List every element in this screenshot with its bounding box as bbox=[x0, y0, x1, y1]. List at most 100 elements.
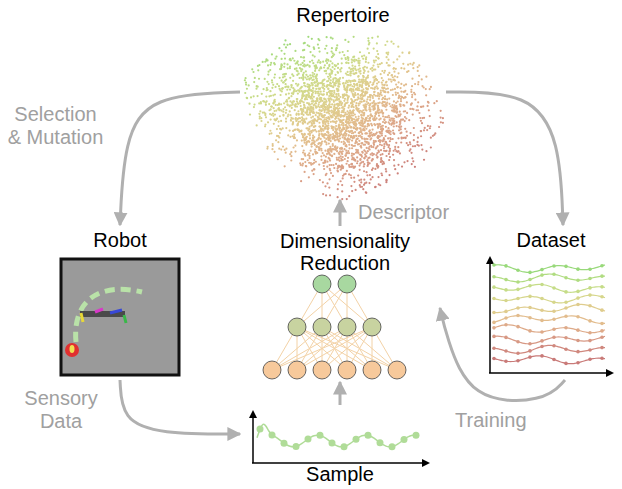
repertoire-point bbox=[338, 129, 340, 131]
repertoire-point bbox=[318, 39, 320, 41]
repertoire-point bbox=[343, 95, 345, 97]
repertoire-point bbox=[323, 109, 325, 111]
repertoire-point bbox=[411, 94, 413, 96]
repertoire-point bbox=[409, 132, 411, 134]
repertoire-point bbox=[420, 144, 422, 146]
repertoire-point bbox=[302, 56, 304, 58]
repertoire-point bbox=[290, 159, 292, 161]
repertoire-point bbox=[363, 72, 365, 74]
repertoire-point bbox=[340, 180, 342, 182]
repertoire-point bbox=[326, 161, 328, 163]
repertoire-point bbox=[284, 83, 286, 85]
repertoire-point bbox=[360, 127, 362, 129]
repertoire-point bbox=[323, 66, 325, 68]
repertoire-point bbox=[349, 70, 351, 72]
repertoire-point bbox=[410, 91, 412, 93]
repertoire-point bbox=[341, 148, 343, 150]
repertoire-point bbox=[315, 161, 317, 163]
repertoire-point bbox=[385, 103, 387, 105]
repertoire-point bbox=[340, 151, 342, 153]
repertoire-point bbox=[425, 88, 427, 90]
repertoire-point bbox=[384, 122, 386, 124]
repertoire-point bbox=[341, 184, 343, 186]
repertoire-point bbox=[351, 65, 353, 67]
repertoire-point bbox=[280, 120, 282, 122]
repertoire-point bbox=[334, 118, 336, 120]
repertoire-point bbox=[379, 184, 381, 186]
repertoire-point bbox=[396, 86, 398, 88]
repertoire-point bbox=[337, 188, 339, 190]
repertoire-point bbox=[417, 137, 419, 139]
repertoire-point bbox=[412, 145, 414, 147]
repertoire-point bbox=[323, 168, 325, 170]
repertoire-point bbox=[327, 120, 329, 122]
repertoire-point bbox=[300, 70, 302, 72]
repertoire-point bbox=[351, 88, 353, 90]
repertoire-point bbox=[272, 102, 274, 104]
repertoire-point bbox=[323, 88, 325, 90]
repertoire-point bbox=[328, 118, 330, 120]
repertoire-point bbox=[381, 132, 383, 134]
repertoire-point bbox=[294, 150, 296, 152]
repertoire-point bbox=[371, 67, 373, 69]
repertoire-point bbox=[365, 128, 367, 130]
repertoire-point bbox=[319, 82, 321, 84]
repertoire-point bbox=[289, 77, 291, 79]
repertoire-point bbox=[394, 146, 396, 148]
repertoire-point bbox=[300, 105, 302, 107]
repertoire-point bbox=[380, 118, 382, 120]
repertoire-point bbox=[329, 194, 331, 196]
repertoire-point bbox=[332, 175, 334, 177]
repertoire-point bbox=[256, 95, 258, 97]
repertoire-point bbox=[357, 120, 359, 122]
repertoire-point bbox=[344, 158, 346, 160]
repertoire-point bbox=[353, 167, 355, 169]
repertoire-point bbox=[365, 58, 367, 60]
repertoire-point bbox=[263, 100, 265, 102]
repertoire-point bbox=[327, 127, 329, 129]
repertoire-point bbox=[367, 120, 369, 122]
repertoire-point bbox=[397, 115, 399, 117]
repertoire-point bbox=[334, 74, 336, 76]
repertoire-point bbox=[334, 65, 336, 67]
repertoire-point bbox=[332, 86, 334, 88]
repertoire-point bbox=[314, 144, 316, 146]
repertoire-point bbox=[393, 61, 395, 63]
repertoire-point bbox=[347, 101, 349, 103]
repertoire-point bbox=[329, 146, 331, 148]
repertoire-point bbox=[392, 94, 394, 96]
repertoire-point bbox=[257, 69, 259, 71]
repertoire-point bbox=[339, 127, 341, 129]
repertoire-point bbox=[350, 136, 352, 138]
repertoire-point bbox=[308, 176, 310, 178]
repertoire-point bbox=[339, 121, 341, 123]
repertoire-point bbox=[279, 77, 281, 79]
repertoire-point bbox=[313, 122, 315, 124]
repertoire-point bbox=[361, 142, 363, 144]
repertoire-point bbox=[327, 125, 329, 127]
repertoire-point bbox=[374, 91, 376, 93]
repertoire-point bbox=[436, 100, 438, 102]
repertoire-point bbox=[384, 84, 386, 86]
repertoire-point bbox=[408, 52, 410, 54]
repertoire-point bbox=[353, 121, 355, 123]
repertoire-point bbox=[429, 115, 431, 117]
repertoire-point bbox=[288, 105, 290, 107]
repertoire-point bbox=[363, 184, 365, 186]
repertoire-point bbox=[315, 114, 317, 116]
repertoire-point bbox=[335, 93, 337, 95]
repertoire-point bbox=[371, 105, 373, 107]
repertoire-point bbox=[273, 62, 275, 64]
repertoire-point bbox=[355, 189, 357, 191]
repertoire-point bbox=[352, 137, 354, 139]
repertoire-point bbox=[376, 87, 378, 89]
repertoire-point bbox=[351, 147, 353, 149]
repertoire-point bbox=[313, 122, 315, 124]
repertoire-point bbox=[385, 168, 387, 170]
repertoire-point bbox=[311, 38, 313, 40]
repertoire-point bbox=[411, 163, 413, 165]
repertoire-point bbox=[374, 107, 376, 109]
repertoire-point bbox=[358, 89, 360, 91]
repertoire-point bbox=[322, 125, 324, 127]
repertoire-point bbox=[392, 76, 394, 78]
